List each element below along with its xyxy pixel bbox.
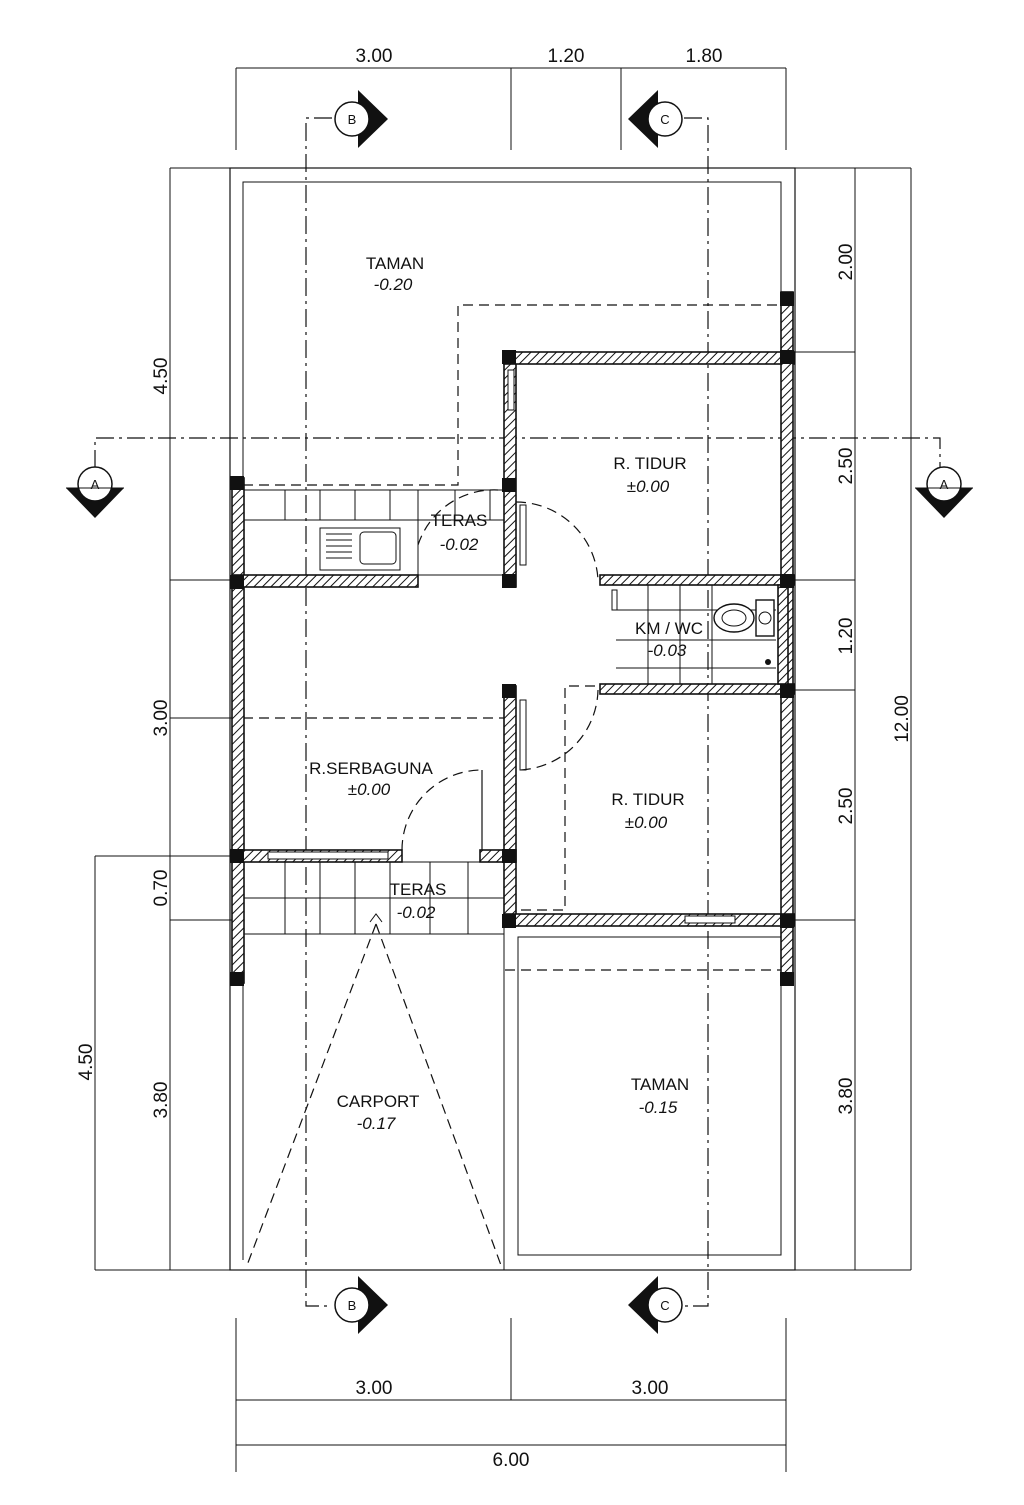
room-level-teras-1: -0.02 bbox=[440, 535, 479, 554]
room-name-taman-bottom: TAMAN bbox=[631, 1075, 689, 1094]
section-marker-a-right: A bbox=[915, 466, 973, 518]
room-labels: TAMAN -0.20 R. TIDUR ±0.00 TERAS -0.02 K… bbox=[309, 254, 703, 1133]
room-level-tidur-2: ±0.00 bbox=[625, 813, 668, 832]
dim-right-3: 1.20 bbox=[836, 618, 857, 655]
section-marker-c-top: C bbox=[628, 90, 683, 148]
room-level-kmwc: -0.03 bbox=[648, 641, 687, 660]
dim-left-3: 0.70 bbox=[151, 870, 172, 907]
section-label-a-right: A bbox=[940, 477, 949, 492]
windows bbox=[267, 369, 736, 924]
dim-bottom-1: 3.00 bbox=[356, 1378, 393, 1399]
kitchen-counter bbox=[243, 489, 419, 576]
room-name-teras-1: TERAS bbox=[431, 511, 488, 530]
section-marker-a-left: A bbox=[66, 466, 124, 518]
dim-top-3: 1.80 bbox=[686, 46, 723, 67]
room-level-taman-top: -0.20 bbox=[374, 275, 413, 294]
dim-left-2: 3.00 bbox=[151, 700, 172, 737]
room-name-taman-top: TAMAN bbox=[366, 254, 424, 273]
doors bbox=[401, 489, 599, 851]
dim-top-2: 1.20 bbox=[548, 46, 585, 67]
section-marker-c-bottom: C bbox=[628, 1276, 683, 1334]
section-label-b-top: B bbox=[348, 112, 357, 127]
room-level-teras-2: -0.02 bbox=[397, 903, 436, 922]
walls bbox=[230, 291, 795, 986]
bathroom-fixtures bbox=[616, 585, 776, 684]
terrace-tiles-bottom bbox=[243, 861, 505, 935]
sink-icon bbox=[326, 533, 352, 559]
room-level-tidur-1: ±0.00 bbox=[627, 477, 670, 496]
dim-right-1: 2.00 bbox=[836, 244, 857, 281]
carport-ramp bbox=[245, 913, 505, 1270]
terrace-tiles-top bbox=[417, 489, 505, 576]
dim-left-outer: 4.50 bbox=[76, 1044, 97, 1081]
bottom-dimension: 3.00 3.00 6.00 bbox=[235, 1318, 787, 1472]
room-name-serbaguna: R.SERBAGUNA bbox=[309, 759, 433, 778]
left-dimension: 4.50 3.00 0.70 3.80 4.50 bbox=[76, 167, 232, 1271]
roof-overhang-lines bbox=[243, 304, 781, 971]
room-name-tidur-2: R. TIDUR bbox=[611, 790, 684, 809]
room-level-carport: -0.17 bbox=[357, 1114, 396, 1133]
section-label-a-left: A bbox=[91, 477, 100, 492]
top-dimension: 3.00 1.20 1.80 bbox=[235, 46, 787, 150]
section-lines bbox=[94, 117, 941, 1307]
dim-bottom-2: 3.00 bbox=[632, 1378, 669, 1399]
dim-left-4: 3.80 bbox=[151, 1082, 172, 1119]
section-label-c-bottom: C bbox=[660, 1298, 669, 1313]
room-name-kmwc: KM / WC bbox=[635, 619, 703, 638]
room-name-tidur-1: R. TIDUR bbox=[613, 454, 686, 473]
section-marker-b-bottom: B bbox=[334, 1276, 388, 1334]
toilet-icon bbox=[713, 599, 775, 637]
right-dimension: 2.00 2.50 1.20 2.50 3.80 12.00 bbox=[790, 167, 913, 1271]
room-level-taman-bottom: -0.15 bbox=[639, 1098, 678, 1117]
section-label-b-bottom: B bbox=[348, 1298, 357, 1313]
section-label-c-top: C bbox=[660, 112, 669, 127]
dim-left-1: 4.50 bbox=[151, 358, 172, 395]
room-level-serbaguna: ±0.00 bbox=[348, 780, 391, 799]
room-name-carport: CARPORT bbox=[337, 1092, 420, 1111]
room-name-teras-2: TERAS bbox=[390, 880, 447, 899]
dim-right-total: 12.00 bbox=[892, 695, 913, 743]
dim-right-2: 2.50 bbox=[836, 448, 857, 485]
dim-right-5: 3.80 bbox=[836, 1078, 857, 1115]
dim-bottom-total: 6.00 bbox=[493, 1450, 530, 1471]
section-marker-b-top: B bbox=[334, 90, 388, 148]
dim-right-4: 2.50 bbox=[836, 788, 857, 825]
dim-top-1: 3.00 bbox=[356, 46, 393, 67]
